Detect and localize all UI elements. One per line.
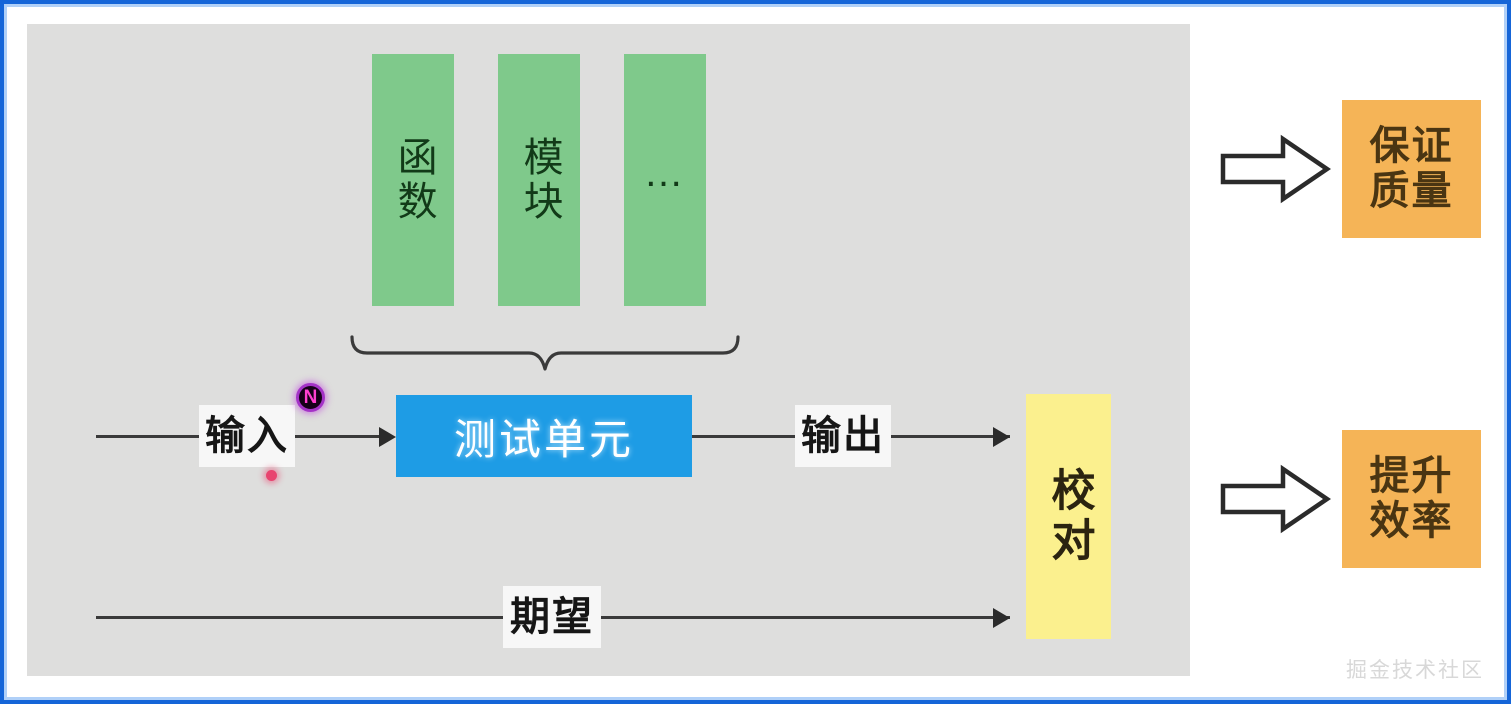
outcome-arrow-efficiency-icon	[1220, 464, 1331, 534]
input-label-text: 输入	[205, 414, 289, 458]
unit-box-module-label: 模块	[517, 136, 562, 224]
output-label: 输出	[795, 405, 891, 467]
expected-label-text: 期望	[510, 595, 594, 639]
unit-box-more[interactable]: …	[624, 54, 706, 306]
expected-flow-arrowhead	[993, 608, 1010, 628]
output-flow-arrowhead	[993, 427, 1010, 447]
unit-box-function[interactable]: 函数	[372, 54, 454, 306]
grouping-brace-icon	[345, 329, 745, 383]
outcome-quality-line1: 保证	[1369, 124, 1454, 169]
test-unit-label: 测试单元	[453, 415, 634, 463]
compare-box[interactable]: 校对	[1026, 394, 1111, 639]
outcome-arrow-quality-icon	[1220, 134, 1331, 204]
outcome-efficiency-line1: 提升	[1369, 454, 1454, 499]
compare-box-label: 校对	[1044, 466, 1094, 567]
input-label: 输入	[199, 405, 295, 467]
watermark-text: 掘金技术社区	[1346, 659, 1484, 682]
unit-box-function-label: 函数	[391, 136, 436, 224]
diagram-canvas: 函数 模块 … 测试单元 输入 N	[27, 24, 1190, 676]
outcome-box-efficiency[interactable]: 提升 效率	[1342, 430, 1481, 568]
cursor-badge-letter: N	[303, 387, 318, 408]
test-unit-box[interactable]: 测试单元	[396, 395, 692, 477]
outcome-box-quality[interactable]: 保证 质量	[1342, 100, 1481, 238]
outcome-efficiency-line2: 效率	[1369, 499, 1454, 543]
expected-label: 期望	[503, 586, 601, 648]
annotation-dot	[266, 470, 277, 481]
output-label-text: 输出	[801, 414, 885, 458]
outcome-quality-line2: 质量	[1369, 169, 1454, 213]
unit-box-more-label: …	[643, 151, 687, 195]
watermark: 掘金技术社区	[1346, 654, 1484, 684]
unit-box-module[interactable]: 模块	[498, 54, 580, 306]
input-flow-arrowhead	[379, 427, 396, 447]
cursor-badge-n[interactable]: N	[296, 383, 325, 412]
